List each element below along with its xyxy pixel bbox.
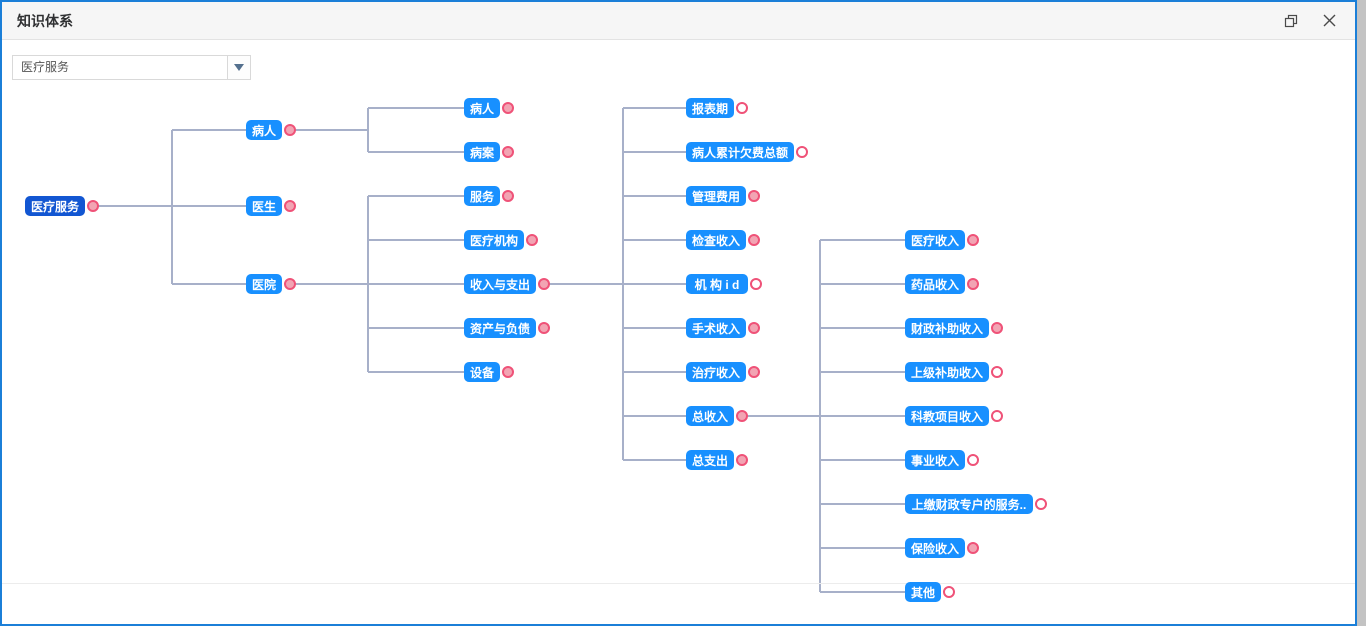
tree-node-label[interactable]: 设备	[464, 362, 500, 382]
tree-node[interactable]: 医疗机构	[464, 230, 538, 250]
tree-node-label[interactable]: 管理费用	[686, 186, 746, 206]
dialog-title: 知识体系	[17, 12, 73, 29]
tree-node-label[interactable]: 报表期	[686, 98, 734, 118]
knowledge-tree-selector: 医疗服务	[12, 55, 251, 80]
tree-node[interactable]: 机 构 i d	[686, 274, 762, 294]
node-link-dot[interactable]	[502, 146, 514, 158]
tree-node[interactable]: 药品收入	[905, 274, 979, 294]
tree-node-label[interactable]: 医院	[246, 274, 282, 294]
chevron-down-icon	[234, 64, 244, 71]
node-link-dot[interactable]	[748, 366, 760, 378]
tree-node[interactable]: 病人累计欠费总额	[686, 142, 808, 162]
tree-node[interactable]: 上级补助收入	[905, 362, 1003, 382]
node-link-dot[interactable]	[748, 322, 760, 334]
node-link-dot[interactable]	[502, 366, 514, 378]
tree-node[interactable]: 保险收入	[905, 538, 979, 558]
node-link-dot[interactable]	[736, 410, 748, 422]
node-link-dot[interactable]	[991, 410, 1003, 422]
close-icon[interactable]	[1321, 13, 1337, 29]
tree-node[interactable]: 医生	[246, 196, 296, 216]
node-link-dot[interactable]	[967, 278, 979, 290]
node-link-dot[interactable]	[967, 454, 979, 466]
tree-node[interactable]: 设备	[464, 362, 514, 382]
title-bar: 知识体系	[2, 2, 1355, 40]
tree-node[interactable]: 病人	[464, 98, 514, 118]
tree-node-label[interactable]: 病人累计欠费总额	[686, 142, 794, 162]
tree-node-label[interactable]: 病人	[246, 120, 282, 140]
restore-window-icon[interactable]	[1283, 13, 1299, 29]
tree-node-label[interactable]: 病案	[464, 142, 500, 162]
node-link-dot[interactable]	[1035, 498, 1047, 510]
tree-node[interactable]: 治疗收入	[686, 362, 760, 382]
tree-node-label[interactable]: 手术收入	[686, 318, 746, 338]
node-link-dot[interactable]	[991, 366, 1003, 378]
tree-node-label[interactable]: 服务	[464, 186, 500, 206]
selector-dropdown-button[interactable]	[227, 55, 251, 80]
tree-node-label[interactable]: 事业收入	[905, 450, 965, 470]
tree-node-label[interactable]: 治疗收入	[686, 362, 746, 382]
tree-node-label[interactable]: 机 构 i d	[686, 274, 748, 294]
tree-node-label[interactable]: 其他	[905, 582, 941, 602]
tree-node[interactable]: 报表期	[686, 98, 748, 118]
node-link-dot[interactable]	[502, 190, 514, 202]
tree-node-label[interactable]: 医疗收入	[905, 230, 965, 250]
node-link-dot[interactable]	[502, 102, 514, 114]
node-link-dot[interactable]	[967, 542, 979, 554]
window-controls	[1283, 13, 1355, 29]
tree-node-label[interactable]: 医疗机构	[464, 230, 524, 250]
page-scrollbar-strip	[1357, 0, 1366, 626]
tree-node-label[interactable]: 医生	[246, 196, 282, 216]
tree-node-label[interactable]: 保险收入	[905, 538, 965, 558]
tree-node[interactable]: 上缴财政专户的服务..	[905, 494, 1047, 514]
tree-node-label[interactable]: 总支出	[686, 450, 734, 470]
node-link-dot[interactable]	[748, 234, 760, 246]
tree-node-label[interactable]: 收入与支出	[464, 274, 536, 294]
node-link-dot[interactable]	[284, 124, 296, 136]
tree-node-label[interactable]: 药品收入	[905, 274, 965, 294]
tree-node-label[interactable]: 总收入	[686, 406, 734, 426]
tree-node[interactable]: 科教项目收入	[905, 406, 1003, 426]
tree-node-label[interactable]: 病人	[464, 98, 500, 118]
tree-node[interactable]: 财政补助收入	[905, 318, 1003, 338]
tree-node-label[interactable]: 科教项目收入	[905, 406, 989, 426]
node-link-dot[interactable]	[736, 454, 748, 466]
tree-node[interactable]: 病人	[246, 120, 296, 140]
tree-node-root[interactable]: 医疗服务	[25, 196, 99, 216]
tree-node[interactable]: 收入与支出	[464, 274, 550, 294]
node-link-dot[interactable]	[748, 190, 760, 202]
tree-node-label[interactable]: 检查收入	[686, 230, 746, 250]
node-link-dot[interactable]	[967, 234, 979, 246]
tree-node-label[interactable]: 资产与负债	[464, 318, 536, 338]
node-link-dot[interactable]	[284, 200, 296, 212]
tree-node[interactable]: 事业收入	[905, 450, 979, 470]
tree-node[interactable]: 手术收入	[686, 318, 760, 338]
tree-node[interactable]: 医院	[246, 274, 296, 294]
tree-node[interactable]: 资产与负债	[464, 318, 550, 338]
tree-node[interactable]: 管理费用	[686, 186, 760, 206]
tree-node-label[interactable]: 财政补助收入	[905, 318, 989, 338]
selector-value[interactable]: 医疗服务	[12, 55, 228, 80]
tree-node[interactable]: 检查收入	[686, 230, 760, 250]
tree-node[interactable]: 医疗收入	[905, 230, 979, 250]
node-link-dot[interactable]	[736, 102, 748, 114]
tree-node[interactable]: 服务	[464, 186, 514, 206]
node-link-dot[interactable]	[284, 278, 296, 290]
node-link-dot[interactable]	[991, 322, 1003, 334]
node-link-dot[interactable]	[750, 278, 762, 290]
tree-node[interactable]: 总支出	[686, 450, 748, 470]
node-link-dot[interactable]	[538, 322, 550, 334]
node-link-dot[interactable]	[943, 586, 955, 598]
node-link-dot[interactable]	[796, 146, 808, 158]
tree-node-label[interactable]: 医疗服务	[25, 196, 85, 216]
tree-node[interactable]: 其他	[905, 582, 955, 602]
node-link-dot[interactable]	[526, 234, 538, 246]
node-link-dot[interactable]	[538, 278, 550, 290]
tree-node[interactable]: 总收入	[686, 406, 748, 426]
node-link-dot[interactable]	[87, 200, 99, 212]
tree-node[interactable]: 病案	[464, 142, 514, 162]
tree-node-label[interactable]: 上级补助收入	[905, 362, 989, 382]
footer-divider	[2, 583, 1355, 584]
tree-node-label[interactable]: 上缴财政专户的服务..	[905, 494, 1033, 514]
